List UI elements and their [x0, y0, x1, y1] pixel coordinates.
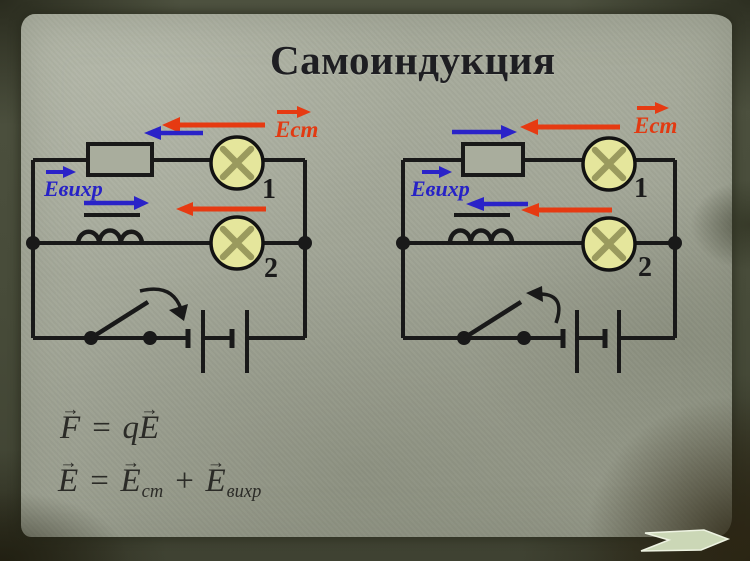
formula-field-sum: →E=→Eст+→Eвихр	[58, 452, 262, 502]
formula-term: +	[173, 463, 196, 499]
vector-arrow: →	[61, 398, 80, 419]
junction-dot	[668, 236, 682, 250]
est-field-arrow-mid	[521, 203, 612, 217]
formula-term: E	[120, 463, 141, 499]
formula-term: E	[138, 410, 160, 446]
next-slide-arrow[interactable]	[640, 529, 731, 552]
evihr-vector-arrow	[46, 166, 76, 178]
battery	[560, 310, 621, 373]
circuit-switch-closing: 1 2	[26, 106, 318, 373]
formula-subscript: ст	[141, 480, 164, 501]
inductor-coil	[75, 228, 145, 244]
formula-term: =	[88, 463, 111, 499]
est-label: Ест	[633, 113, 677, 138]
vector-arrow: →	[59, 451, 78, 472]
formula-term: E	[58, 463, 79, 499]
junction-dot	[396, 236, 410, 250]
lamp-1-label: 1	[634, 173, 648, 204]
switch	[84, 300, 157, 345]
est-vector-arrow	[277, 106, 311, 118]
junction-dot	[26, 236, 40, 250]
vector-arrow: →	[140, 398, 159, 419]
evihr-field-arrow-top	[452, 125, 517, 139]
slide-title: Самоиндукция	[270, 37, 556, 83]
lamp-1	[581, 136, 637, 192]
vector-arrow: →	[121, 451, 141, 472]
est-field-arrow-top	[520, 119, 620, 135]
lamp-2	[581, 216, 637, 272]
lamp-1-label: 1	[262, 174, 276, 205]
lamp-2	[209, 215, 265, 271]
lamp-2-label: 2	[638, 252, 652, 283]
est-vector-arrow	[637, 102, 669, 114]
resistor	[86, 142, 154, 177]
switch-closing-arrow	[139, 287, 188, 321]
est-field-arrow-mid	[176, 202, 266, 216]
evihr-vector-arrow	[422, 166, 452, 178]
lamp-1	[209, 135, 265, 191]
inductor-coil	[447, 228, 515, 244]
lamp-2-label: 2	[264, 253, 278, 284]
formula-subscript: вихр	[226, 480, 262, 501]
formula-term: =	[90, 410, 113, 446]
circuit-switch-opening: 1 2	[396, 102, 682, 373]
switch	[457, 300, 531, 345]
formula-term: E	[205, 463, 226, 499]
formula-term: F	[60, 410, 81, 446]
evihr-field-arrow-top	[144, 126, 203, 140]
evihr-label: Евихр	[410, 176, 470, 201]
formula-term: q	[122, 410, 139, 446]
vector-arrow: →	[206, 451, 226, 472]
est-field-arrow-top	[162, 117, 265, 133]
est-label: Ест	[274, 117, 318, 142]
formula-force: →F=q→E	[60, 399, 160, 447]
resistor	[461, 142, 525, 177]
evihr-field-arrow-mid	[466, 197, 528, 211]
battery	[185, 310, 249, 373]
evihr-field-arrow-mid	[84, 196, 149, 210]
switch-opening-arrow	[526, 286, 561, 324]
evihr-label: Евихр	[43, 176, 103, 201]
junction-dot	[298, 236, 312, 250]
